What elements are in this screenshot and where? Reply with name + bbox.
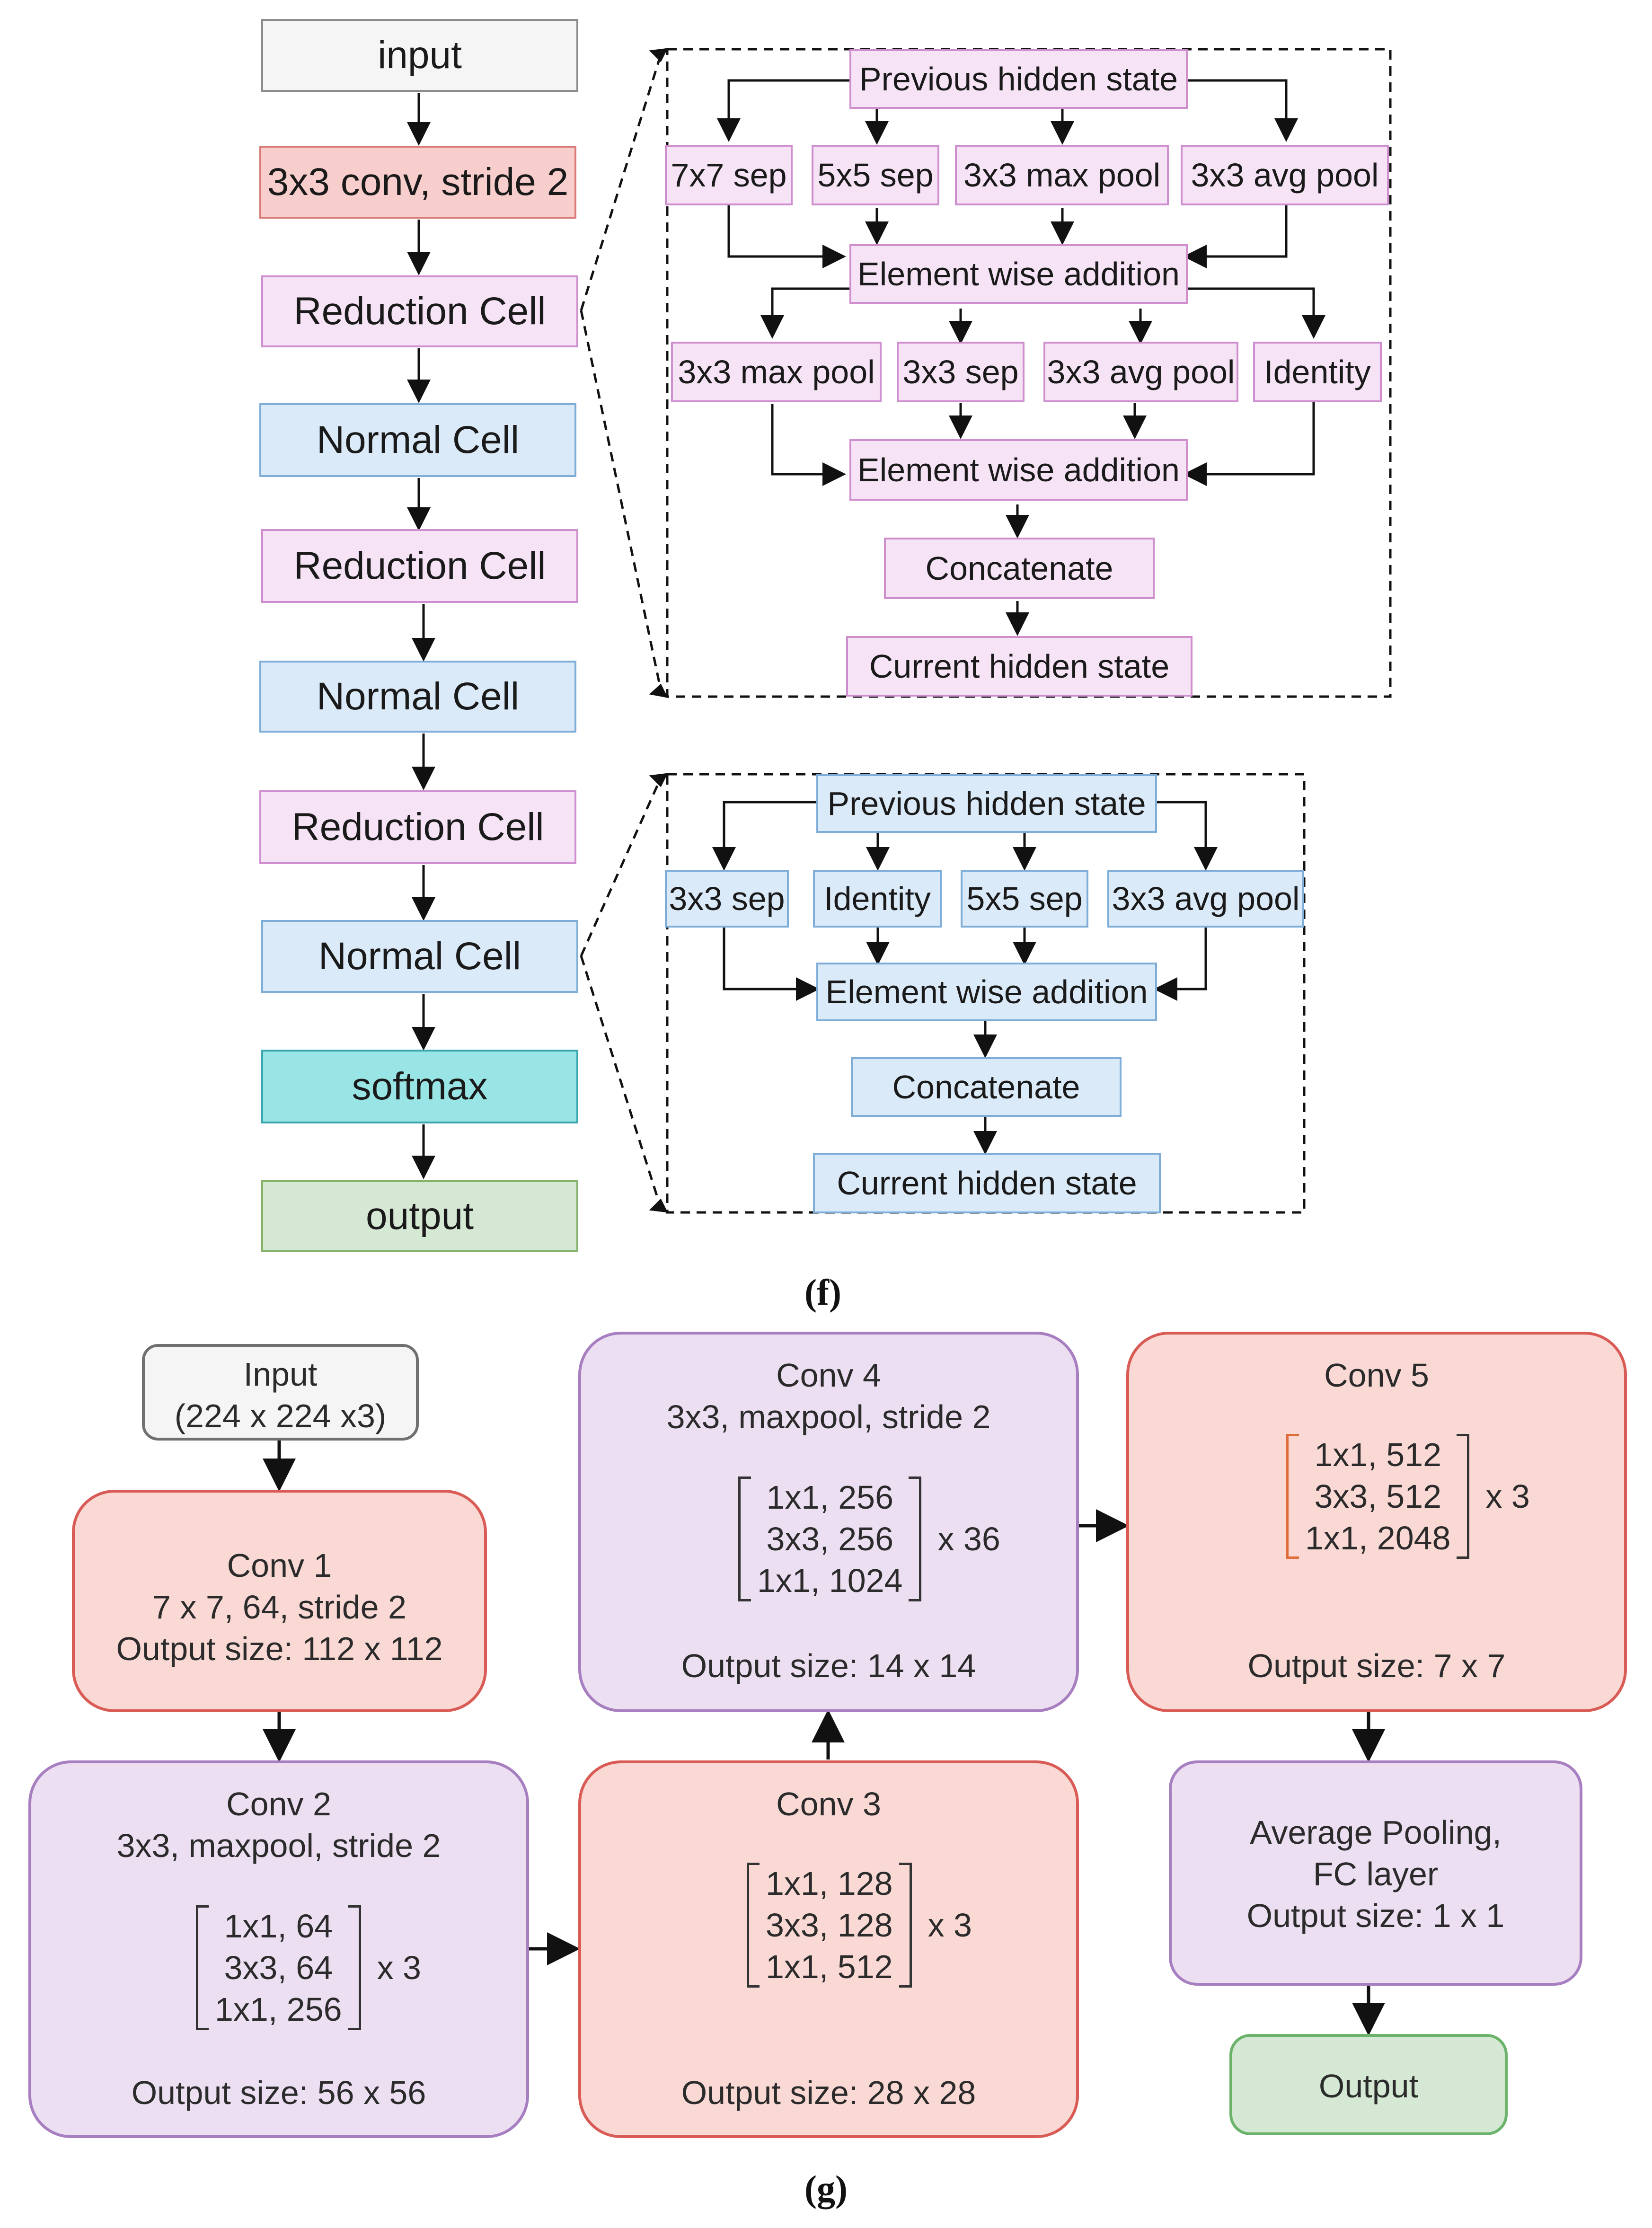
g-output: Output <box>1229 2034 1508 2135</box>
g-conv5: Conv 5 1x1, 512 3x3, 512 1x1, 2048 x 3 Out… <box>1126 1332 1627 1712</box>
rc-current-hidden-state: Current hidden state <box>846 636 1193 697</box>
g-conv2: Conv 2 3x3, maxpool, stride 2 1x1, 64 3x3… <box>28 1760 529 2138</box>
caption-g: (g) <box>804 2168 848 2209</box>
matrix-row: 3x3, 64 <box>224 1949 333 1986</box>
g-conv5-output: Output size: 7 x 7 <box>1247 1647 1506 1684</box>
g-conv4-subtitle: 3x3, maxpool, stride 2 <box>666 1398 991 1435</box>
matrix-row: 1x1, 512 <box>1314 1436 1442 1473</box>
g-conv4: Conv 4 3x3, maxpool, stride 2 1x1, 256 3x… <box>578 1332 1079 1712</box>
repeat-label: x 3 <box>377 1949 421 1986</box>
arrows-f-backbone <box>407 93 435 1179</box>
rc-op-7x7-sep: 7x7 sep <box>665 145 793 205</box>
matrix-row: 1x1, 512 <box>766 1948 893 1985</box>
g-conv1-spec: 7 x 7, 64, stride 2 <box>152 1589 406 1626</box>
g-conv3-title: Conv 3 <box>776 1786 881 1822</box>
matrix-row: 3x3, 256 <box>766 1521 894 1557</box>
g-average-pooling: Average Pooling, FC layer Output size: 1… <box>1169 1760 1582 1986</box>
arrows-normal-cell <box>712 801 1218 1155</box>
backbone-normal-cell-2: Normal Cell <box>259 661 576 733</box>
nc-previous-hidden-state: Previous hidden state <box>816 774 1157 833</box>
backbone-output: output <box>261 1180 578 1252</box>
backbone-normal-cell-1: Normal Cell <box>259 403 576 477</box>
backbone-input: input <box>261 19 578 92</box>
g-conv1: Conv 1 7 x 7, 64, stride 2 Output size: … <box>72 1490 487 1712</box>
backbone-reduction-cell-3: Reduction Cell <box>259 790 576 864</box>
g-avgpool-subtitle: FC layer <box>1313 1856 1439 1892</box>
arrows-g <box>263 1441 1385 2036</box>
matrix-row: 1x1, 256 <box>215 1991 342 2028</box>
g-conv2-subtitle: 3x3, maxpool, stride 2 <box>116 1827 441 1864</box>
backbone-reduction-cell-2: Reduction Cell <box>261 529 578 603</box>
matrix-row: 1x1, 2048 <box>1305 1520 1451 1556</box>
g-conv3: Conv 3 1x1, 128 3x3, 128 1x1, 512 x 3 Outp… <box>578 1760 1079 2138</box>
g-input: Input (224 x 224 x3) <box>142 1344 419 1441</box>
g-conv2-title: Conv 2 <box>226 1786 331 1822</box>
nc-concatenate: Concatenate <box>851 1057 1122 1117</box>
nc-current-hidden-state: Current hidden state <box>813 1153 1161 1213</box>
rc-op-5x5-sep: 5x5 sep <box>812 145 939 205</box>
matrix-row: 1x1, 1024 <box>757 1562 903 1599</box>
rc-element-wise-addition-2: Element wise addition <box>849 439 1188 501</box>
g-input-size: (224 x 224 x3) <box>174 1397 387 1434</box>
nc-op-identity: Identity <box>813 870 942 928</box>
g-input-title: Input <box>243 1356 318 1393</box>
g-conv2-matrix: 1x1, 64 3x3, 64 1x1, 256 x 3 <box>196 1905 421 2030</box>
g-conv3-matrix: 1x1, 128 3x3, 128 1x1, 512 x 3 <box>747 1863 972 1988</box>
rc-previous-hidden-state: Previous hidden state <box>849 49 1188 109</box>
matrix-row: 1x1, 256 <box>766 1479 894 1516</box>
g-conv4-title: Conv 4 <box>776 1357 881 1394</box>
g-output-label: Output <box>1318 2068 1419 2104</box>
arrows-reduction-cell <box>717 79 1325 636</box>
g-conv5-title: Conv 5 <box>1324 1357 1429 1394</box>
matrix-row: 1x1, 128 <box>766 1865 893 1902</box>
nc-element-wise-addition: Element wise addition <box>816 963 1157 1021</box>
g-conv4-matrix: 1x1, 256 3x3, 256 1x1, 1024 x 36 <box>738 1476 1000 1601</box>
matrix-row: 3x3, 128 <box>766 1907 893 1944</box>
rc-op-3x3-avg-pool: 3x3 avg pool <box>1181 145 1389 205</box>
g-conv1-title: Conv 1 <box>227 1547 332 1584</box>
repeat-label: x 3 <box>1485 1478 1530 1515</box>
g-avgpool-title: Average Pooling, <box>1250 1814 1502 1851</box>
g-avgpool-output: Output size: 1 x 1 <box>1246 1897 1505 1934</box>
backbone-reduction-cell-1: Reduction Cell <box>261 275 578 347</box>
rc-element-wise-addition-1: Element wise addition <box>849 244 1188 304</box>
rc-op2-3x3-max-pool: 3x3 max pool <box>671 342 882 402</box>
rc-op2-3x3-avg-pool: 3x3 avg pool <box>1043 342 1238 402</box>
backbone-softmax: softmax <box>261 1050 578 1123</box>
g-conv2-output: Output size: 56 x 56 <box>131 2074 426 2111</box>
rc-concatenate: Concatenate <box>884 538 1155 599</box>
rc-op2-3x3-sep: 3x3 sep <box>897 342 1025 402</box>
caption-f: (f) <box>804 1272 841 1313</box>
repeat-label: x 36 <box>937 1521 1000 1557</box>
dashed-arrowheads <box>649 48 668 1213</box>
rc-op-3x3-max-pool: 3x3 max pool <box>955 145 1169 205</box>
backbone-normal-cell-3: Normal Cell <box>261 920 578 993</box>
nc-op-3x3-avg-pool: 3x3 avg pool <box>1107 870 1304 928</box>
g-conv3-output: Output size: 28 x 28 <box>681 2074 976 2111</box>
matrix-row: 3x3, 512 <box>1314 1478 1442 1515</box>
rc-op2-identity: Identity <box>1253 342 1382 402</box>
nc-op-3x3-sep: 3x3 sep <box>665 870 789 928</box>
g-conv5-matrix: 1x1, 512 3x3, 512 1x1, 2048 x 3 <box>1286 1434 1530 1559</box>
g-conv1-output: Output size: 112 x 112 <box>116 1630 443 1667</box>
nc-op-5x5-sep: 5x5 sep <box>961 870 1088 928</box>
backbone-conv-stride: 3x3 conv, stride 2 <box>259 146 576 219</box>
repeat-label: x 3 <box>928 1907 972 1944</box>
g-conv4-output: Output size: 14 x 14 <box>681 1647 976 1684</box>
matrix-row: 1x1, 64 <box>224 1908 333 1945</box>
